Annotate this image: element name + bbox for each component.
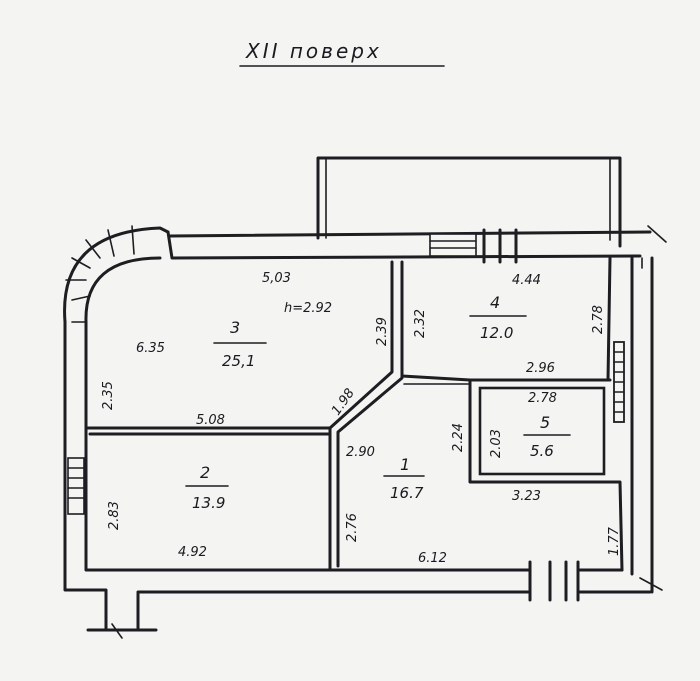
dim-room1-upper: 2.24 [451,423,466,452]
dim-room4-right: 2.78 [591,305,606,334]
room-area: 5.6 [530,442,554,460]
dim-room5-top: 2.78 [528,391,557,406]
bay-window-line [85,239,101,259]
dim-room5-left: 2.03 [489,429,504,458]
room-1-label: 1 16.7 [383,455,425,502]
room-2-label: 2 13.9 [185,463,229,512]
left-wall-outer [63,320,108,632]
right-wall-inner-top [606,256,612,382]
room-3-label: 3 25,1 [213,318,267,370]
ventilation-hatching [613,351,625,413]
room-number: 5 [540,413,550,432]
bay-window-line [71,295,91,301]
room-area: 12.0 [480,324,513,342]
dim-room3-bottom: 5.08 [196,413,225,428]
dim-room3-width: 5,03 [262,271,291,286]
bay-window-line [131,225,135,255]
room5-inner-wall [478,386,606,476]
room-number: 3 [230,318,240,337]
dim-diagonal: 1.98 [329,386,358,418]
room-area: 16.7 [390,484,424,502]
dim-ceiling-height: h=2.92 [284,301,332,316]
dim-room1-bottom: 6.12 [418,551,447,566]
left-wall-inner [84,320,336,572]
dim-room2-left: 2.83 [107,501,122,530]
dim-room4-bottom: 2.96 [526,361,555,376]
room-number: 1 [400,455,410,474]
room-number: 4 [490,293,500,312]
top-window [429,233,477,257]
dim-room4-left: 2.32 [413,309,428,338]
floor-title: XII поверх [245,39,382,63]
dim-room4-top: 4.44 [512,273,541,288]
room-5-label: 5 5.6 [523,413,571,460]
left-window [67,457,85,515]
room-number: 2 [200,463,210,482]
room5-outer-wall [468,380,624,572]
dim-room5-bottom: 3.23 [512,489,541,504]
dim-room3-right: 2.39 [375,317,390,346]
bay-window-line [107,229,115,257]
bottom-window-gap [530,566,578,594]
wall-break-mark [647,225,667,243]
bottom-break-mark [111,623,123,639]
dim-room2-bottom: 4.92 [178,545,207,560]
dim-room3-length: 6.35 [136,341,165,356]
partition-room3-room1-inner [336,260,404,568]
partition-room4-bottom [400,374,612,382]
bay-window-line [71,257,91,269]
bottom-wall-outer [136,590,652,632]
dim-room1-left: 2.76 [345,513,360,542]
top-wall-outer [168,230,652,238]
bay-outer [63,226,170,324]
room-area: 13.9 [192,494,225,512]
dimension-labels: 5,03 h=2.92 6.35 2.39 2.35 5.08 1.98 2.3… [101,271,622,566]
room-area: 25,1 [222,352,255,370]
bay-inner [84,256,162,324]
dim-room1-right: 1.77 [607,526,622,556]
dim-room1-top: 2.90 [346,445,375,460]
partition-room3-room1 [328,260,394,572]
balcony-outline [316,156,622,248]
room-4-label: 4 12.0 [469,293,527,342]
dim-room3-left: 2.35 [101,381,116,410]
